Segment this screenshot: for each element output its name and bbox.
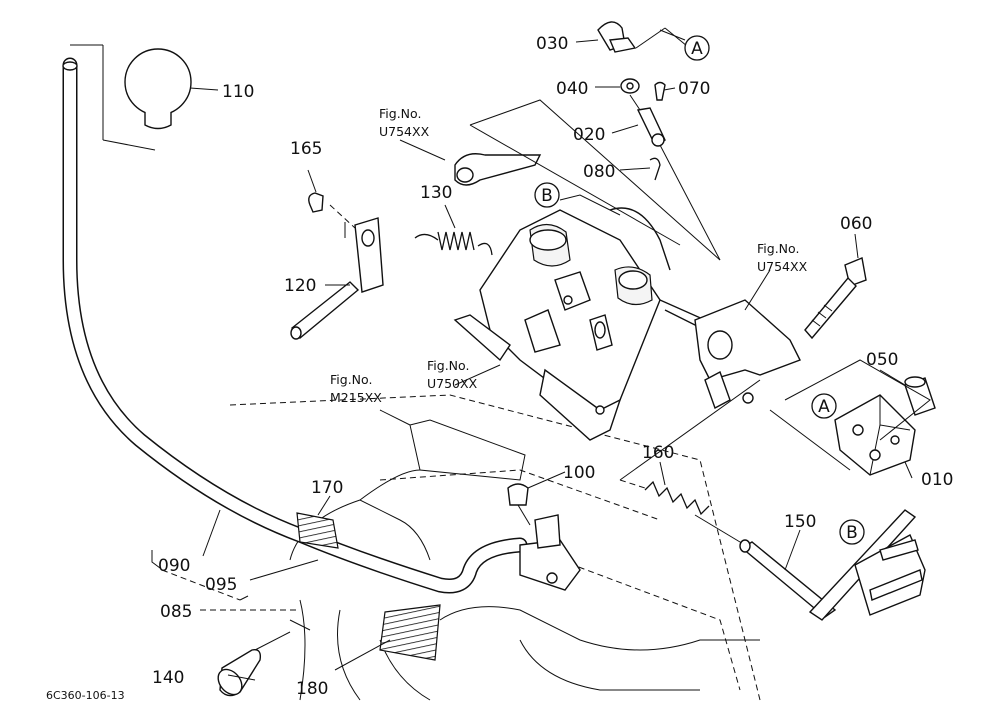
bushing-050	[904, 376, 936, 416]
svg-text:U754XX: U754XX	[757, 259, 808, 274]
washer-040	[620, 78, 640, 94]
callout-170: 170	[311, 478, 343, 498]
plate-180	[379, 604, 441, 661]
shaft-150	[739, 509, 926, 621]
callout-165: 165	[290, 139, 322, 159]
svg-text:A: A	[691, 39, 703, 59]
callout-040: 040	[556, 79, 588, 99]
circle-ref-a-block: A	[811, 393, 837, 419]
callout-120: 120	[284, 276, 316, 296]
bracket-120	[290, 204, 384, 340]
callout-030: 030	[536, 34, 568, 54]
callout-050: 050	[866, 350, 898, 370]
callout-180: 180	[296, 679, 328, 699]
fitting-030	[597, 21, 688, 53]
callout-085: 085	[160, 602, 192, 622]
block-010	[769, 359, 931, 476]
callout-150: 150	[784, 512, 816, 532]
callout-070: 070	[678, 79, 710, 99]
callout-095: 095	[205, 575, 237, 595]
callout-160: 160	[642, 443, 674, 463]
upper-link-arm	[454, 99, 721, 261]
clip-165	[307, 169, 324, 213]
figure-ref-u754xx-upper: Fig.No. U754XX	[379, 106, 430, 139]
callout-100: 100	[563, 463, 595, 483]
callout-090: 090	[158, 556, 190, 576]
drawing-id: 6C360-106-13	[46, 689, 125, 702]
svg-text:A: A	[818, 397, 830, 417]
pin-070	[654, 81, 666, 101]
shift-bracket-assembly	[453, 194, 706, 441]
svg-text:Fig.No.: Fig.No.	[427, 358, 469, 373]
svg-text:Fig.No.: Fig.No.	[379, 106, 421, 121]
fork-bracket	[694, 299, 801, 409]
leader-lines	[151, 29, 913, 681]
cotter-pin-080	[649, 157, 661, 181]
svg-text:B: B	[541, 186, 553, 206]
circle-ref-b-lever: B	[839, 519, 865, 545]
transmission-housing-outline	[200, 394, 761, 701]
svg-text:U750XX: U750XX	[427, 376, 478, 391]
bolt-060	[804, 257, 867, 340]
svg-text:Fig.No.: Fig.No.	[330, 372, 372, 387]
callout-010: 010	[921, 470, 953, 490]
grip-140	[217, 631, 291, 697]
callout-110: 110	[222, 82, 254, 102]
circle-ref-a-top: A	[684, 35, 710, 61]
figure-ref-m215xx: Fig.No. M215XX	[330, 372, 382, 405]
svg-text:M215XX: M215XX	[330, 390, 382, 405]
svg-text:U754XX: U754XX	[379, 124, 430, 139]
svg-text:B: B	[846, 523, 858, 543]
spring-160	[619, 379, 761, 546]
lever-link	[519, 514, 581, 591]
callout-140: 140	[152, 668, 184, 688]
svg-text:Fig.No.: Fig.No.	[757, 241, 799, 256]
callout-130: 130	[420, 183, 452, 203]
plate-170	[296, 512, 339, 549]
callout-020: 020	[573, 125, 605, 145]
figure-ref-u754xx-right: Fig.No. U754XX	[757, 241, 808, 274]
circle-ref-b-mid: B	[534, 182, 560, 208]
callout-080: 080	[583, 162, 615, 182]
nut-100	[507, 483, 531, 526]
rod-end-020	[636, 107, 666, 147]
knob-110	[70, 44, 192, 151]
spring-130	[414, 204, 493, 256]
callout-060: 060	[840, 214, 872, 234]
figure-ref-u750xx: Fig.No. U750XX	[427, 358, 478, 391]
